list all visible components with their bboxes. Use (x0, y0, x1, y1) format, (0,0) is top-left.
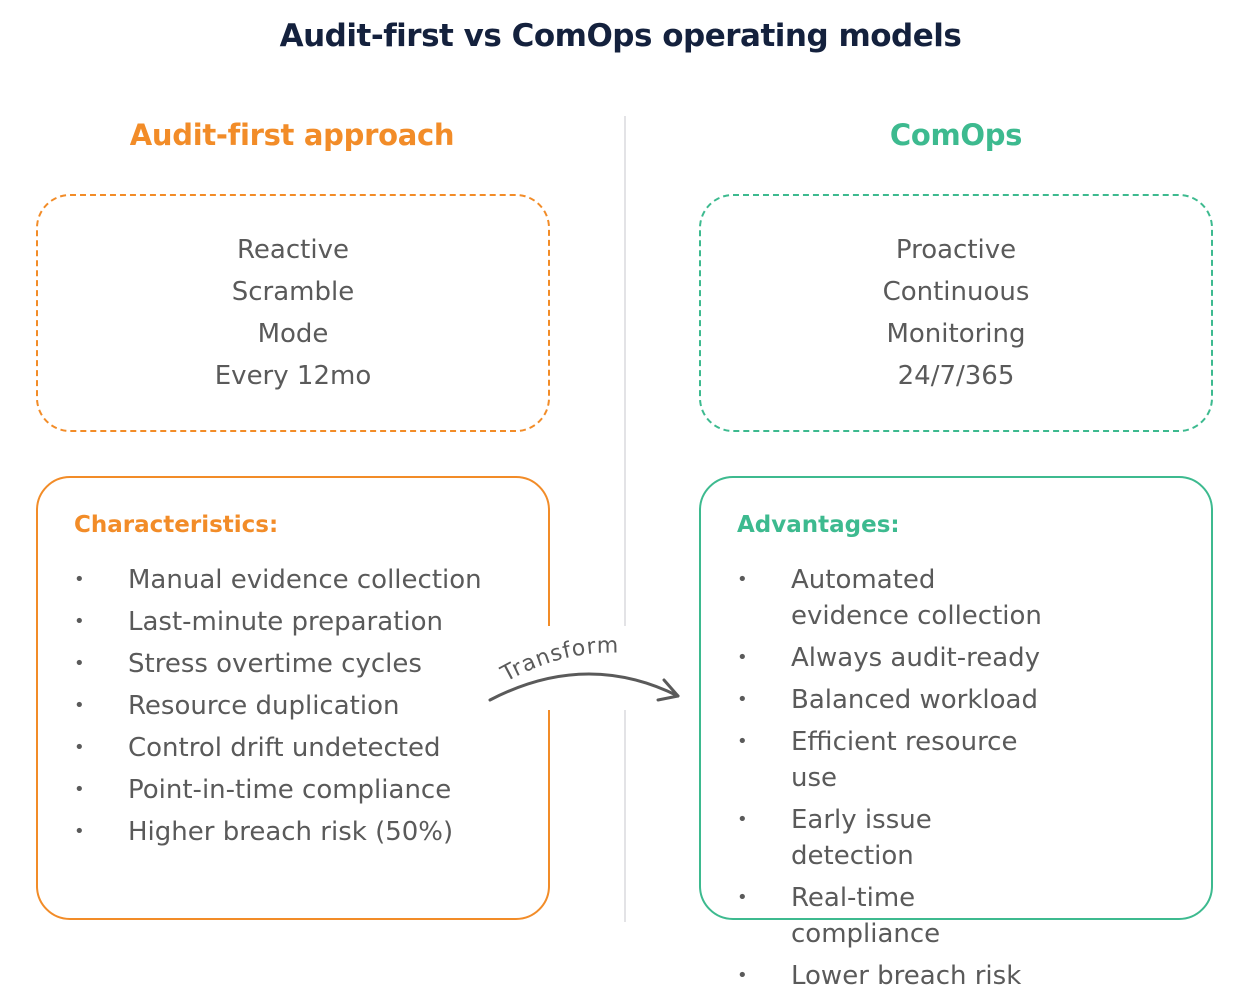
summary-line: Scramble (231, 277, 355, 307)
transform-label: Transform (496, 633, 619, 687)
list-item-text: Last-minute preparation (128, 607, 443, 637)
bullet-icon: • (737, 887, 748, 908)
list-item: • Higher breach risk (50%) (74, 814, 534, 850)
list-item: • Manual evidence collection (74, 562, 534, 598)
summary-line: Continuous (882, 277, 1030, 307)
audit-first-summary-box: Reactive Scramble Mode Every 12mo (36, 194, 550, 432)
list-item-text: Lower breach risk (791, 961, 1022, 991)
list-item-text: Efficient resource use (791, 727, 1018, 793)
list-item-text: Resource duplication (128, 691, 400, 721)
list-item-text: Always audit-ready (791, 643, 1041, 673)
list-item: • Automated evidence collection (737, 562, 1057, 634)
bullet-icon: • (74, 779, 85, 800)
advantages-list: • Automated evidence collection • Always a… (737, 562, 1057, 1000)
comops-heading: ComOps (889, 118, 1023, 152)
list-item-text: Stress overtime cycles (128, 649, 422, 679)
bullet-icon: • (737, 689, 748, 710)
bullet-icon: • (74, 569, 85, 590)
bullet-icon: • (737, 965, 748, 986)
list-item-text: Higher breach risk (50%) (128, 817, 454, 847)
bullet-icon: • (737, 809, 748, 830)
summary-line: Monitoring (886, 319, 1026, 349)
list-item-text: Early issue detection (791, 805, 932, 871)
list-item: • Last-minute preparation (74, 604, 534, 640)
audit-first-heading: Audit-first approach (129, 118, 455, 152)
characteristics-box: Characteristics: • Manual evidence collec… (36, 476, 550, 920)
advantages-box: Advantages: • Automated evidence collecti… (699, 476, 1213, 991)
list-item: • Efficient resource use (737, 724, 1057, 796)
advantages-heading: Advantages: (737, 512, 900, 538)
summary-line: Mode (257, 319, 329, 349)
list-item-text: Balanced workload (791, 685, 1038, 715)
summary-line: Proactive (895, 235, 1017, 265)
list-item: • Point-in-time compliance (74, 772, 534, 808)
bullet-icon: • (74, 611, 85, 632)
characteristics-list: • Manual evidence collection • Last-minute… (74, 562, 534, 856)
bullet-icon: • (737, 647, 748, 668)
list-item-text: Manual evidence collection (128, 565, 482, 595)
bullet-icon: • (737, 569, 748, 590)
list-item: • Real-time compliance (737, 880, 1057, 952)
comops-summary-box: Proactive Continuous Monitoring 24/7/365 (699, 194, 1213, 432)
list-item-text: Control drift undetected (128, 733, 441, 763)
list-item-text: Real-time compliance (791, 883, 941, 949)
summary-line: Every 12mo (214, 361, 372, 391)
characteristics-heading: Characteristics: (74, 512, 279, 538)
list-item: • Lower breach risk (737, 958, 1057, 994)
divider-gap (615, 626, 635, 710)
transform-label-path: Transform (496, 633, 618, 687)
bullet-icon: • (74, 821, 85, 842)
bullet-icon: • (737, 731, 748, 752)
list-item-text: Point-in-time compliance (128, 775, 452, 805)
transform-arrow: Transform (488, 633, 680, 702)
bullet-icon: • (74, 737, 85, 758)
list-item: • Balanced workload (737, 682, 1057, 718)
list-item: • Control drift undetected (74, 730, 534, 766)
bullet-icon: • (74, 695, 85, 716)
diagram-title: Audit-first vs ComOps operating models (279, 18, 962, 54)
summary-line: Reactive (237, 235, 349, 265)
list-item-text: Automated evidence collection (791, 565, 1042, 631)
summary-line: 24/7/365 (897, 361, 1015, 391)
bullet-icon: • (74, 653, 85, 674)
arrow-curve (488, 672, 680, 702)
list-item: • Resource duplication (74, 688, 534, 724)
list-item: • Stress overtime cycles (74, 646, 534, 682)
border-gap (540, 626, 560, 710)
arrowhead-icon (656, 678, 680, 702)
center-divider (624, 116, 626, 922)
list-item: • Always audit-ready (737, 640, 1057, 676)
list-item: • Early issue detection (737, 802, 1057, 874)
